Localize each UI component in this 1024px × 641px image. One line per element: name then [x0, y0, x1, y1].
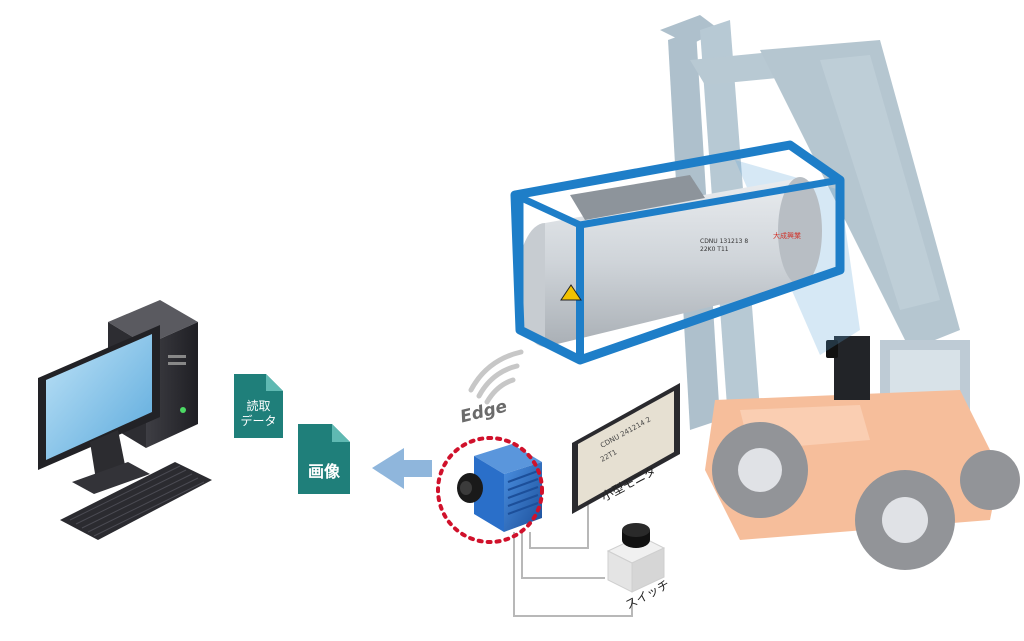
wheel-rear — [960, 450, 1020, 510]
pc-tower-top — [108, 300, 198, 345]
tank-container: CDNU 131213 8 22K0 T11 大成興業 — [510, 140, 860, 365]
power-led-icon — [180, 407, 186, 413]
edge-highlight-circle — [436, 436, 544, 544]
edge-camera — [457, 444, 542, 532]
read-data-document-icon — [234, 374, 283, 438]
read-data-label: 読取 データ — [234, 399, 283, 429]
reach-stacker — [660, 15, 1020, 570]
desktop-computer — [38, 300, 212, 540]
wheel-hub — [738, 448, 782, 492]
pc-monitor-screen — [46, 334, 152, 460]
boom-arm-inner — [820, 55, 940, 310]
small-monitor: CDNU 241214 2 22T1 — [572, 383, 680, 514]
image-label: 画像 — [307, 462, 340, 481]
container-brand: 大成興業 — [773, 231, 801, 240]
wireless-signal-icon — [468, 349, 524, 405]
switch-button-icon — [622, 523, 650, 537]
push-switch — [606, 523, 666, 593]
container-id-line2: 22K0 T11 — [700, 246, 729, 253]
image-document-icon — [298, 424, 350, 494]
read-data-label-line2: データ — [240, 414, 277, 428]
container-id-line1: CDNU 131213 8 — [700, 238, 748, 245]
mounted-camera — [826, 336, 870, 400]
read-data-label-line1: 読取 — [246, 399, 271, 413]
small-monitor-screen — [578, 391, 674, 506]
wheel-hub — [882, 497, 928, 543]
cables — [513, 505, 633, 617]
data-flow-arrow — [372, 448, 432, 489]
monitor-base — [72, 462, 150, 494]
